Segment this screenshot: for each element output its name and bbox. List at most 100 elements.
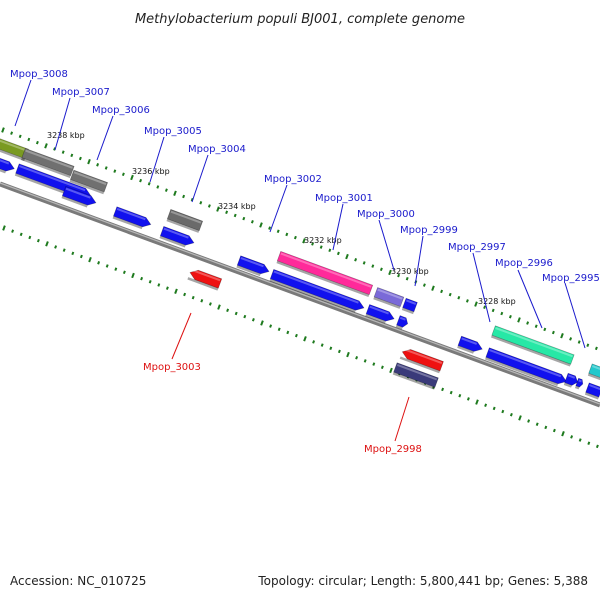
lower-tick-28 — [243, 314, 247, 319]
scale-label-3228: 3228 kbp — [478, 297, 516, 306]
gene-label-mpop-2998[interactable]: Mpop_2998 — [364, 444, 422, 455]
upper-tick-36 — [311, 242, 315, 246]
cds-arrow-13[interactable] — [563, 372, 580, 389]
gene-label-mpop-3000[interactable]: Mpop_3000 — [357, 209, 415, 220]
cds-arrow-06[interactable] — [236, 255, 270, 279]
upper-tick-18 — [156, 185, 160, 189]
lower-tick-27 — [234, 311, 238, 316]
gene-block-mpop-2996[interactable] — [490, 325, 575, 367]
cds-arrow-07[interactable] — [269, 268, 365, 315]
upper-tick-38 — [328, 248, 332, 253]
lower-tick-52 — [449, 390, 453, 395]
upper-tick-1 — [10, 131, 14, 135]
gene-label-mpop-3006[interactable]: Mpop_3006 — [92, 105, 150, 116]
upper-tick-3 — [27, 137, 31, 142]
gene-label-mpop-3008[interactable]: Mpop_3008 — [10, 69, 68, 80]
cds-arrow-11[interactable] — [457, 335, 484, 356]
upper-tick-17 — [147, 182, 151, 186]
lower-tick-54 — [466, 397, 470, 401]
lower-tick-10 — [88, 256, 92, 263]
gene-label-mpop-2995[interactable]: Mpop_2995 — [542, 273, 600, 284]
upper-tick-64 — [551, 330, 555, 335]
leader-line-mpop-3004 — [191, 154, 209, 203]
upper-tick-19 — [164, 188, 168, 192]
gene-block-mpop-3006[interactable] — [69, 169, 109, 195]
lower-tick-63 — [544, 425, 548, 430]
cds-arrow-12[interactable] — [484, 347, 568, 389]
upper-tick-58 — [500, 311, 504, 316]
upper-tick-68 — [586, 343, 590, 347]
upper-tick-62 — [534, 324, 538, 328]
lower-tick-4 — [36, 238, 40, 243]
gene-block-mpop-3000[interactable] — [373, 287, 405, 309]
cds-arrow-10[interactable] — [401, 297, 418, 315]
cds-arrow-04[interactable] — [112, 206, 153, 232]
upper-tick-15 — [130, 174, 134, 181]
leader-line-mpop-2995 — [564, 282, 586, 349]
lower-tick-35 — [303, 336, 307, 342]
leader-line-mpop-3005 — [149, 136, 165, 183]
cds-arrow-14[interactable] — [574, 377, 584, 390]
leader-line-mpop-3006 — [96, 115, 114, 161]
cds-arrow-15[interactable] — [584, 382, 600, 400]
upper-tick-43 — [371, 264, 375, 268]
upper-tick-55 — [474, 301, 478, 307]
gene-block-mpop-2995[interactable] — [587, 363, 600, 381]
lower-tick-33 — [286, 330, 290, 335]
lower-tick-38 — [329, 346, 333, 351]
gene-label-mpop-2997[interactable]: Mpop_2997 — [448, 242, 506, 253]
gene-label-mpop-3002[interactable]: Mpop_3002 — [264, 174, 322, 185]
gene-label-mpop-2999[interactable]: Mpop_2999 — [400, 225, 458, 236]
upper-tick-34 — [293, 235, 297, 240]
leader-line-mpop-3000 — [378, 219, 395, 271]
cds-arrow-01[interactable] — [0, 156, 16, 176]
gene-label-mpop-3007[interactable]: Mpop_3007 — [52, 87, 110, 98]
lower-tick-18 — [157, 283, 161, 287]
upper-tick-61 — [526, 321, 530, 325]
genome-summary-text: Topology: circular; Length: 5,800,441 bp… — [258, 574, 588, 588]
gene-label-mpop-3004[interactable]: Mpop_3004 — [188, 144, 246, 155]
lower-tick-23 — [200, 299, 204, 303]
lower-tick-0 — [2, 225, 6, 231]
upper-tick-60 — [517, 317, 521, 323]
gene-block-mpop-3007[interactable] — [21, 147, 75, 179]
cds-arrow-08[interactable] — [365, 304, 396, 325]
upper-tick-53 — [457, 295, 461, 300]
upper-tick-32 — [276, 229, 280, 234]
gene-block-mpop-2998[interactable] — [399, 347, 444, 374]
lower-tick-25 — [217, 304, 221, 310]
gene-label-mpop-3005[interactable]: Mpop_3005 — [144, 126, 202, 137]
gene-block-mpop-3003[interactable] — [187, 268, 223, 291]
upper-tick-5 — [44, 143, 48, 149]
upper-tick-29 — [250, 220, 254, 224]
lower-tick-26 — [226, 308, 230, 313]
cds-arrow-05[interactable] — [159, 226, 195, 249]
upper-tick-47 — [405, 276, 409, 281]
upper-tick-44 — [379, 267, 383, 272]
gene-block-mpop-3002[interactable] — [276, 250, 374, 297]
lower-tick-3 — [28, 235, 32, 240]
lower-tick-30 — [260, 320, 264, 326]
lower-tick-32 — [277, 327, 281, 332]
gene-block-mpop-3004[interactable] — [166, 209, 204, 233]
gene-label-mpop-2996[interactable]: Mpop_2996 — [495, 258, 553, 269]
upper-tick-45 — [388, 269, 392, 276]
gene-label-mpop-3001[interactable]: Mpop_3001 — [315, 193, 373, 204]
lower-tick-58 — [501, 409, 505, 414]
lower-tick-31 — [269, 324, 273, 328]
gene-label-mpop-3003[interactable]: Mpop_3003 — [143, 362, 201, 373]
upper-tick-57 — [491, 308, 495, 313]
lower-tick-55 — [475, 399, 479, 405]
lower-tick-17 — [148, 280, 152, 284]
gene-block-mpop-2998-cds[interactable] — [392, 362, 439, 390]
lower-tick-9 — [79, 254, 83, 259]
lower-tick-19 — [165, 286, 169, 290]
cds-arrow-03[interactable] — [61, 186, 97, 209]
lower-tick-65 — [561, 431, 565, 437]
upper-tick-37 — [319, 245, 323, 249]
scale-label-3238: 3238 kbp — [47, 131, 85, 140]
cds-arrow-09[interactable] — [395, 315, 410, 331]
lower-tick-44 — [380, 365, 384, 370]
lower-tick-36 — [312, 340, 316, 344]
